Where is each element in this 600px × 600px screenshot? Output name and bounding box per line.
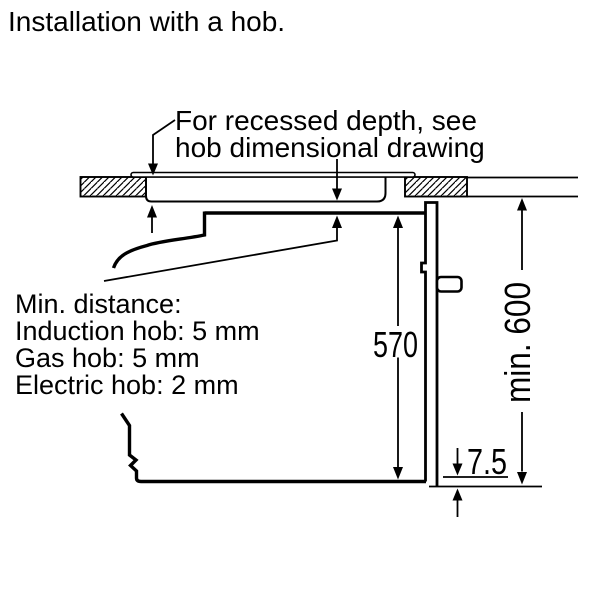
min-distance-leader — [103, 205, 342, 282]
recessed-depth-note-line2: hob dimensional drawing — [175, 132, 485, 163]
dimension-7-5: 7.5 — [429, 441, 542, 517]
min-distance-item-gas: Gas hob: 5 mm — [15, 343, 200, 373]
dimension-570-label: 570 — [373, 324, 418, 365]
oven-front-frame — [420, 201, 439, 487]
arrow-up-icon — [517, 198, 527, 211]
arrow-up-icon — [452, 488, 463, 501]
arrow-down-icon — [332, 188, 342, 201]
worktop — [79, 176, 578, 198]
hob — [130, 171, 416, 203]
hob-top-plate — [130, 171, 416, 178]
oven-rear-top-slope — [111, 211, 207, 269]
min-distance-heading: Min. distance: — [15, 289, 182, 319]
page-title: Installation with a hob. — [8, 6, 285, 37]
oven-control-knob — [435, 275, 463, 293]
recessed-depth-leader-line-left — [152, 119, 176, 164]
recessed-depth-note-line1: For recessed depth, see — [175, 105, 477, 136]
recessed-depth-note: For recessed depth, see hob dimensional … — [175, 105, 485, 163]
dimension-min-600: min. 600 — [497, 198, 538, 485]
min-distance-item-electric: Electric hob: 2 mm — [15, 370, 239, 400]
min-distance-note: Min. distance: Induction hob: 5 mm Gas h… — [15, 289, 260, 400]
worktop-left-section — [79, 176, 147, 198]
recessed-depth-leader — [148, 119, 342, 201]
dimension-7-5-label: 7.5 — [467, 441, 507, 482]
arrow-up-icon — [332, 215, 342, 228]
worktop-right-section — [404, 176, 468, 198]
min-distance-item-induction: Induction hob: 5 mm — [15, 316, 260, 346]
min-distance-leader-line — [103, 228, 338, 282]
arrow-down-icon — [393, 467, 403, 480]
arrow-up-icon — [393, 215, 403, 228]
arrow-down-icon — [148, 163, 158, 176]
hob-recess-tray — [145, 177, 387, 203]
arrow-up-icon — [147, 205, 157, 218]
oven — [111, 201, 463, 487]
worktop-right-surface-lines — [467, 176, 578, 198]
oven-rear-bottom-break — [120, 412, 426, 484]
arrow-down-icon — [452, 463, 463, 476]
arrow-down-icon — [517, 472, 527, 485]
dimension-min-600-label: min. 600 — [497, 282, 538, 403]
dimension-570: 570 — [373, 215, 418, 480]
